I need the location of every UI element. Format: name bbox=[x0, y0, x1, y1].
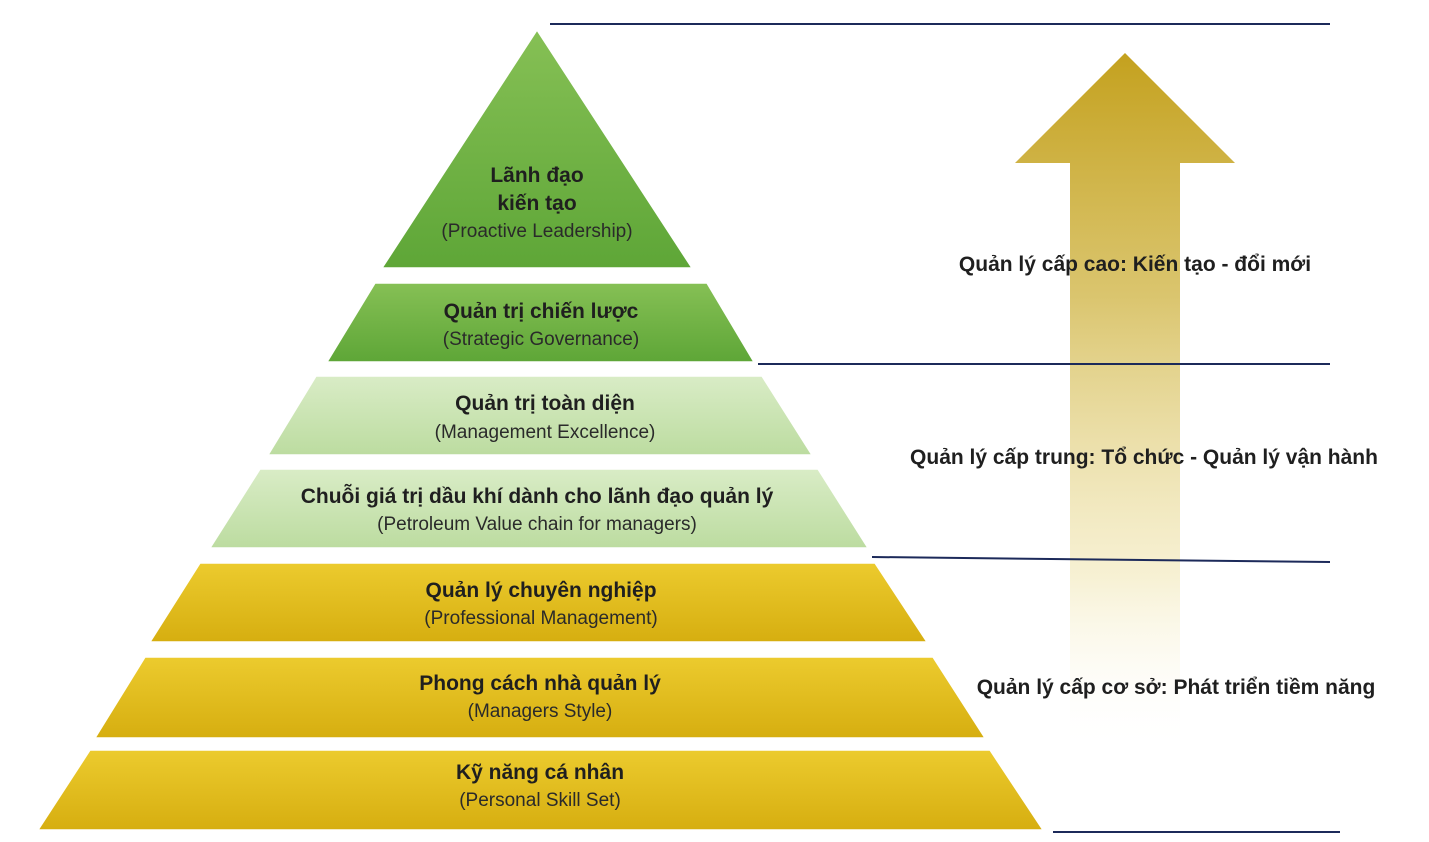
pyramid-level-petroleum-value-chain: Chuỗi giá trị dầu khí dành cho lãnh đạo … bbox=[208, 468, 870, 549]
level-title: Quản trị toàn diện bbox=[455, 392, 635, 415]
level-subtitle: (Personal Skill Set) bbox=[459, 790, 621, 811]
tier-label-middle: Quản lý cấp trung: Tổ chức - Quản lý vận… bbox=[910, 446, 1378, 469]
level-subtitle: (Professional Management) bbox=[424, 608, 657, 629]
level-subtitle: (Management Excellence) bbox=[435, 422, 656, 443]
pyramid-level-strategic-governance: Quản trị chiến lược (Strategic Governanc… bbox=[325, 282, 756, 363]
pyramid-level-proactive-leadership: Lãnh đạo kiến tạo (Proactive Leadership) bbox=[380, 28, 694, 269]
level-subtitle: (Strategic Governance) bbox=[443, 329, 639, 350]
pyramid-level-managers-style: Phong cách nhà quản lý (Managers Style) bbox=[93, 656, 987, 739]
tier-label-top: Quản lý cấp cao: Kiến tạo - đổi mới bbox=[959, 253, 1311, 276]
level-title: Quản lý chuyên nghiệp bbox=[425, 579, 656, 602]
level-subtitle: (Proactive Leadership) bbox=[441, 221, 632, 242]
level-title: Chuỗi giá trị dầu khí dành cho lãnh đạo … bbox=[301, 484, 774, 508]
level-title: Quản trị chiến lược bbox=[444, 300, 639, 323]
divider-line-lower-middle bbox=[871, 556, 1331, 563]
up-arrow-icon bbox=[1015, 53, 1235, 752]
level-title: Lãnh đạo bbox=[490, 164, 583, 187]
pyramid-level-professional-management: Quản lý chuyên nghiệp (Professional Mana… bbox=[148, 562, 929, 643]
level-title: Kỹ năng cá nhân bbox=[456, 761, 624, 784]
pyramid-level-management-excellence: Quản trị toàn diện (Management Excellenc… bbox=[266, 375, 814, 456]
pyramid-level-personal-skill-set: Kỹ năng cá nhân (Personal Skill Set) bbox=[36, 749, 1045, 831]
level-subtitle: (Managers Style) bbox=[468, 701, 613, 722]
level-subtitle: (Petroleum Value chain for managers) bbox=[377, 514, 697, 535]
level-title: kiến tạo bbox=[497, 192, 576, 215]
tier-label-base: Quản lý cấp cơ sở: Phát triển tiềm năng bbox=[977, 676, 1376, 699]
level-title: Phong cách nhà quản lý bbox=[419, 672, 661, 695]
